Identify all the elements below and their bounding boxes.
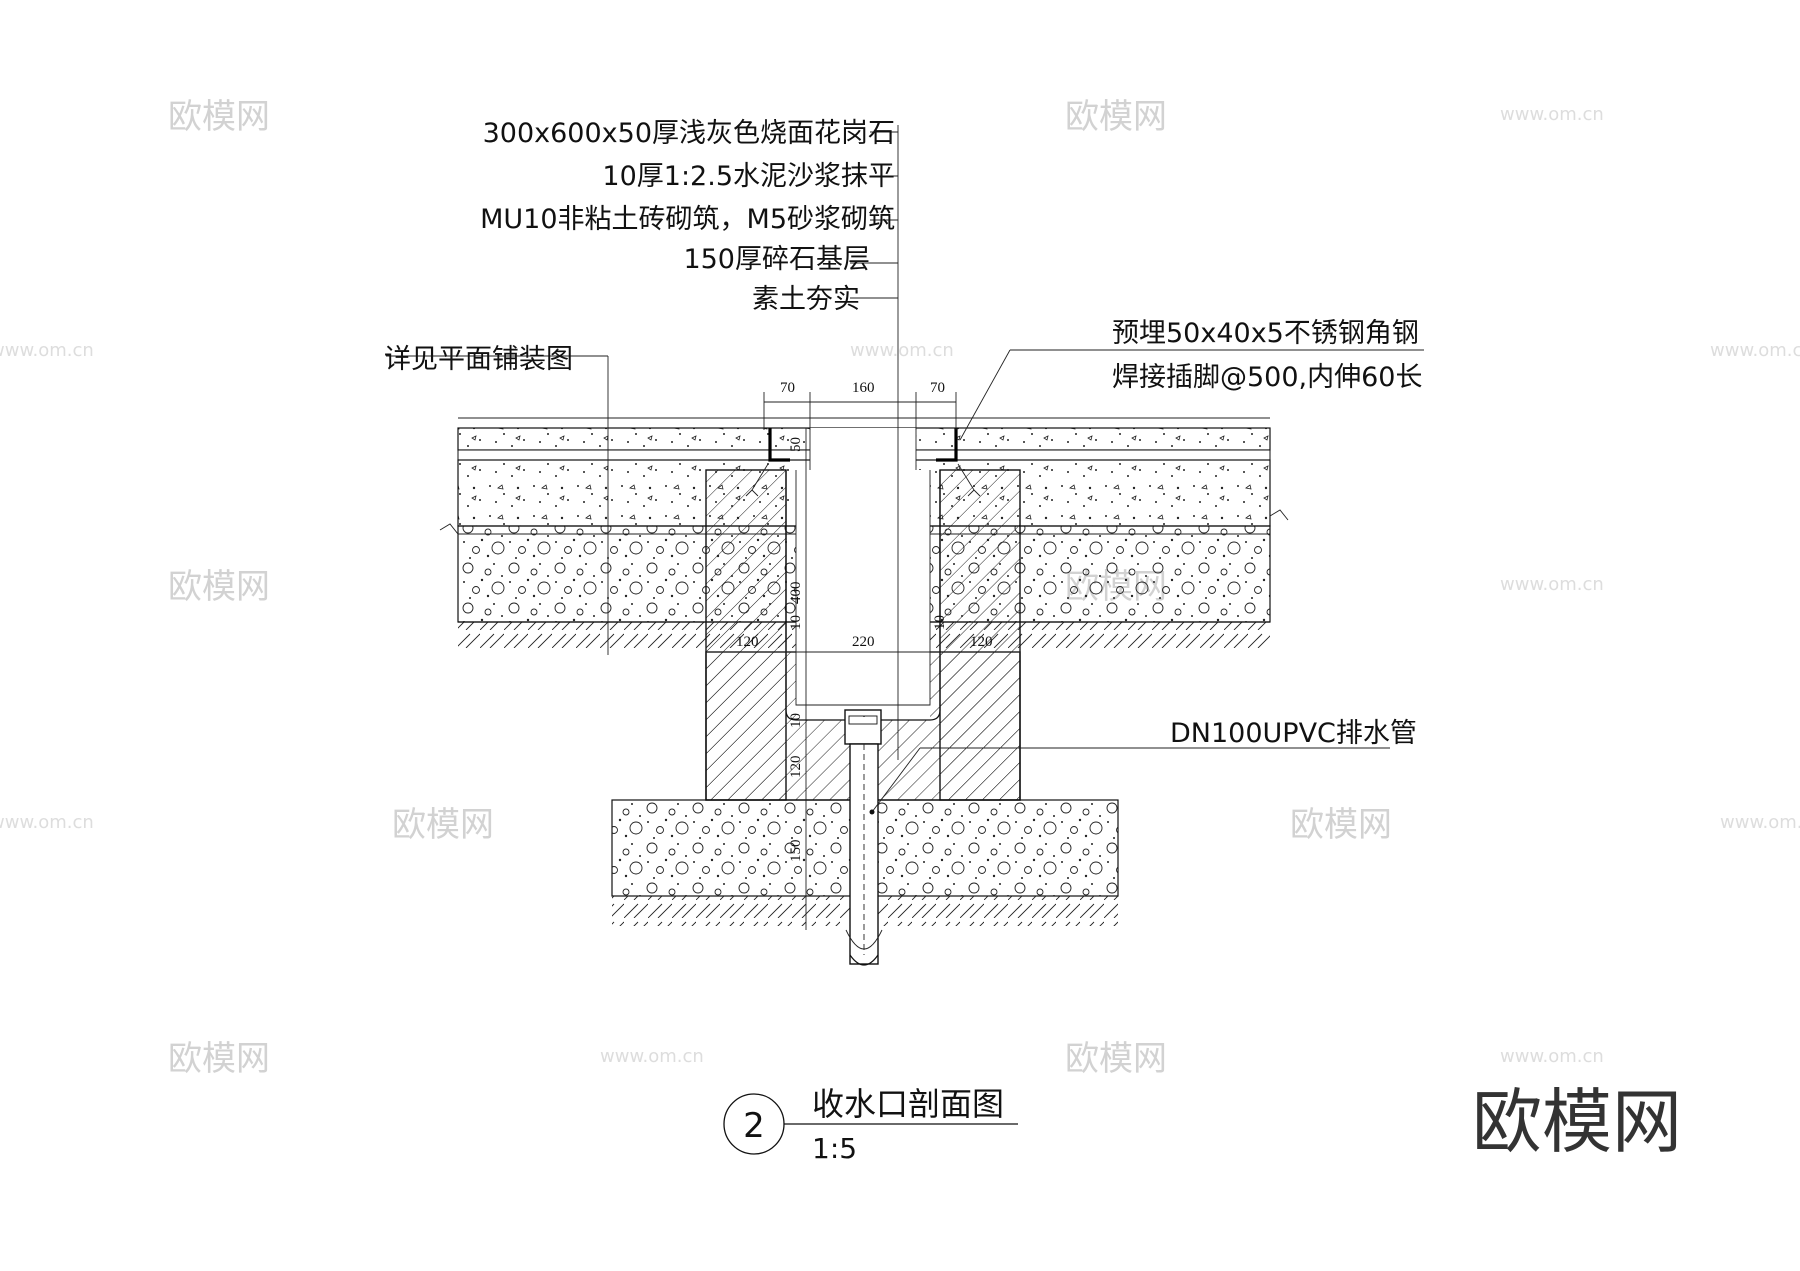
watermark-url: www.om.cn xyxy=(1720,812,1800,833)
dim-top-mid: 160 xyxy=(852,380,875,396)
brand-logo: 欧模网 xyxy=(1472,1081,1682,1163)
watermark-logo: 欧模网 xyxy=(168,97,270,137)
watermark-layer: 欧模网 欧模网 www.om.cn www.om.cn www.om.cn ww… xyxy=(0,97,1800,1079)
label-brick: MU10非粘土砖砌筑，M5砂浆砌筑 xyxy=(480,204,895,235)
watermark-logo: 欧模网 xyxy=(392,805,494,845)
dim-wall-left: 120 xyxy=(736,634,759,650)
watermark-url: www.om.cn xyxy=(850,340,954,361)
dim-wall-right: 120 xyxy=(970,634,993,650)
watermark-url: www.om.cn xyxy=(1500,1046,1604,1067)
dimension-lines xyxy=(705,392,1021,930)
watermark-logo: 欧模网 xyxy=(168,1039,270,1079)
dim-top-right: 70 xyxy=(930,380,945,396)
watermark-url: www.om.cn xyxy=(0,812,94,833)
label-soil: 素土夯实 xyxy=(752,284,860,315)
angle-steel-left xyxy=(768,428,790,462)
watermark-url: www.om.cn xyxy=(1500,574,1604,595)
dim-inner-width: 220 xyxy=(852,634,875,650)
brick-walls xyxy=(705,469,1021,801)
watermark-logo: 欧模网 xyxy=(1065,97,1167,137)
dim-gap-right: 10 xyxy=(932,615,948,630)
angle-steel-right xyxy=(936,428,958,462)
label-granite: 300x600x50厚浅灰色烧面花岗石 xyxy=(483,118,895,149)
watermark-url: www.om.cn xyxy=(1710,340,1800,361)
leader-lines xyxy=(386,125,1424,815)
watermark-url: www.om.cn xyxy=(1500,104,1604,125)
label-mortar: 10厚1:2.5水泥沙浆抹平 xyxy=(602,161,895,192)
title-number: 2 xyxy=(743,1106,765,1146)
drain-pipe xyxy=(844,709,883,966)
watermark-url: www.om.cn xyxy=(0,340,94,361)
watermark-url: www.om.cn xyxy=(600,1046,704,1067)
dim-base-wall: 120 xyxy=(788,756,804,779)
label-plan-ref: 详见平面铺装图 xyxy=(384,344,573,375)
dim-top-left: 70 xyxy=(780,380,795,396)
title-name: 收水口剖面图 xyxy=(812,1085,1004,1123)
title-block: 2 收水口剖面图 1:5 xyxy=(723,1085,1018,1165)
dim-base-slab: 150 xyxy=(788,840,804,863)
dim-gap-left: 10 xyxy=(788,615,804,630)
dim-angle-height: 50 xyxy=(788,437,804,452)
label-gravel: 150厚碎石基层 xyxy=(683,244,870,275)
dim-inner-height: 400 xyxy=(788,582,804,605)
dim-bottom-gap: 10 xyxy=(788,713,804,728)
watermark-logo: 欧模网 xyxy=(1065,1039,1167,1079)
label-angle-steel-2: 焊接插脚@500,内伸60长 xyxy=(1112,362,1422,393)
title-scale: 1:5 xyxy=(812,1132,857,1165)
label-pipe: DN100UPVC排水管 xyxy=(1170,718,1417,749)
watermark-logo: 欧模网 xyxy=(168,567,270,607)
label-angle-steel-1: 预埋50x40x5不锈钢角钢 xyxy=(1112,318,1419,349)
watermark-logo: 欧模网 xyxy=(1290,805,1392,845)
